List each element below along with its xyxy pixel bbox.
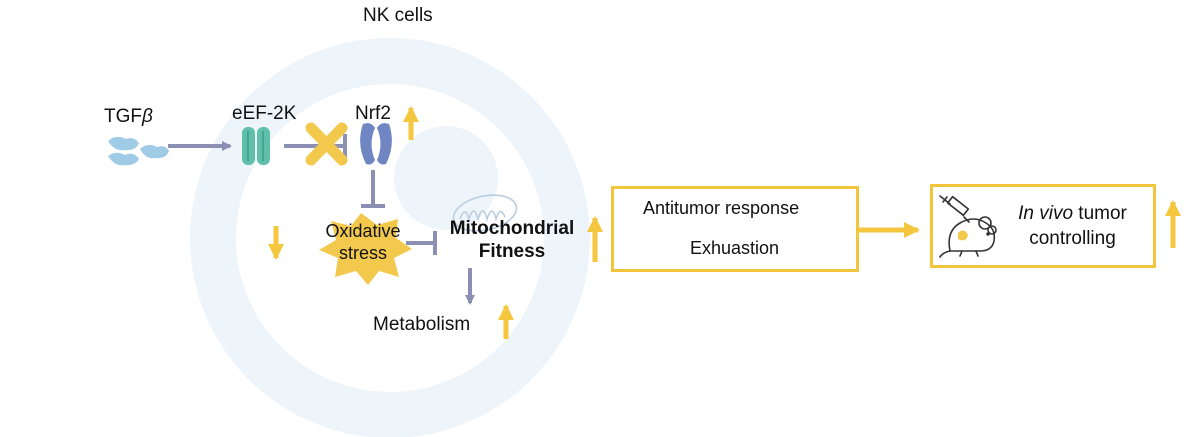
invivo-label: In vivo tumor controlling [1018,203,1127,249]
invivo-box [930,184,1156,268]
eef2k-label: eEF-2K [232,103,297,124]
nrf2-label: Nrf2 [355,103,391,124]
antitumor-response-label: Antitumor response [643,198,800,218]
outcome-box [611,186,859,272]
inhibit-x-icon [305,122,348,166]
metabolism-label: Metabolism [373,314,471,335]
mitochondrial-fitness-label: Mitochondrial Fitness [449,218,575,262]
eef2k-channel-icon [242,127,270,165]
nrf2-channel-icon [360,123,392,165]
mitochondrion-icon [452,194,518,232]
mouse-syringe-icon [939,195,997,258]
title: NK cells [363,5,433,26]
exhaustion-label: Exhuastion [690,238,780,258]
oxidative-stress-burst [319,213,412,285]
nk-cell-nucleus [394,126,498,230]
oxidative-stress-label: Oxidative stress [325,221,401,263]
tgfb-label: TGFβ [104,106,153,127]
nk-cell-ring [190,38,590,437]
tgfb-ligand-icon [108,136,169,166]
